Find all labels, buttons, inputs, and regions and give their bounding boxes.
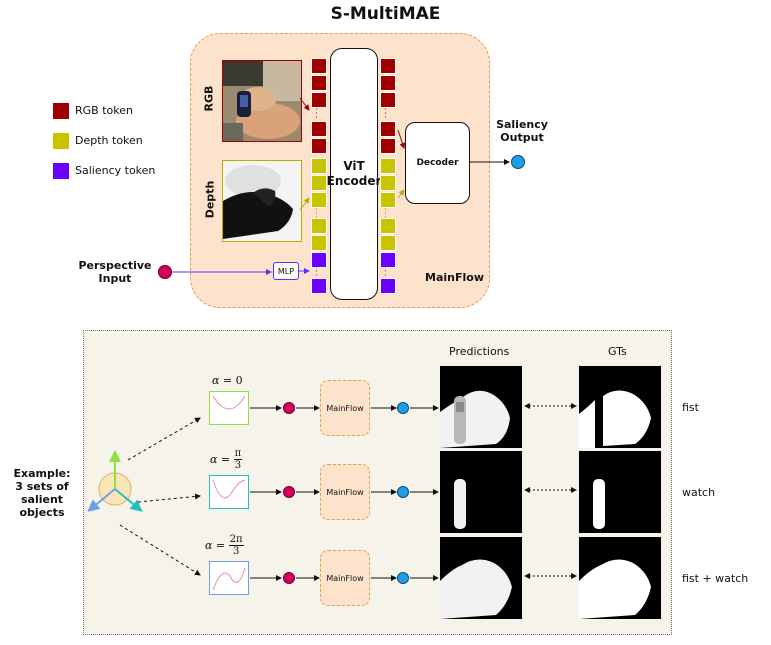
prediction-mask-row3	[440, 537, 522, 619]
example-panel	[83, 330, 672, 635]
object-label-row3: fist + watch	[682, 572, 749, 585]
perspective-line2: Input	[98, 272, 132, 285]
ellipsis-dots: ···	[384, 263, 387, 281]
decoder-block: Decoder	[405, 122, 470, 204]
output-token-column: ··· ··· ···	[380, 58, 398, 296]
alpha-label-row2: α = π 3	[210, 448, 243, 471]
depth-token	[380, 192, 396, 208]
depth-token	[311, 158, 327, 174]
saliency-token	[311, 278, 327, 294]
saliency-output-line1: Saliency	[496, 118, 548, 131]
example-line2: 3 sets of	[15, 480, 69, 493]
alpha-prefix: α =	[210, 453, 231, 466]
predictions-header: Predictions	[449, 345, 510, 358]
rgb-token	[311, 121, 327, 137]
vit-encoder-line1: ViT	[343, 159, 365, 173]
rgb-token	[380, 75, 396, 91]
mainflow-label: MainFlow	[425, 271, 484, 284]
vit-encoder-line2: Encoder	[326, 174, 382, 188]
rgb-token	[311, 75, 327, 91]
rgb-token	[311, 138, 327, 154]
object-label-row2: watch	[682, 486, 716, 499]
alpha-prefix: α =	[205, 539, 226, 552]
diagram-title: S-MultiMAE	[330, 4, 441, 24]
rgb-token	[311, 92, 327, 108]
curve-plot-row1	[209, 391, 249, 425]
prediction-mask-row2	[440, 451, 522, 533]
legend-label-rgb: RGB token	[75, 104, 133, 117]
blue-node-row1	[397, 402, 409, 414]
alpha-prefix: α =	[212, 374, 233, 387]
legend-swatch-depth	[53, 133, 69, 149]
depth-token	[380, 175, 396, 191]
gt-mask-row1	[579, 366, 661, 448]
saliency-token	[311, 252, 327, 268]
saliency-output-line2: Output	[500, 131, 544, 144]
rgb-to-tokens-arrow	[299, 97, 310, 111]
mainflow-block-row2: MainFlow	[320, 464, 370, 520]
gts-header: GTs	[608, 345, 627, 358]
perspective-input-node	[158, 265, 172, 279]
curve-plot-row3	[209, 561, 249, 595]
prediction-mask-row1	[440, 366, 522, 448]
rgb-image	[222, 60, 302, 142]
mainflow-block-row3: MainFlow	[320, 550, 370, 606]
alpha-label-row3: α = 2π 3	[205, 534, 244, 557]
gt-mask-row2	[579, 451, 661, 533]
alpha-denominator: 3	[234, 460, 242, 471]
depth-token	[380, 158, 396, 174]
depth-tokens-to-decoder-arrow	[397, 189, 405, 199]
depth-image	[222, 160, 302, 242]
mainflow-block-row1: MainFlow	[320, 380, 370, 436]
rgb-token	[380, 58, 396, 74]
rgb-token	[380, 92, 396, 108]
alpha-numerator: 2π	[228, 534, 244, 546]
legend-label-saliency: Saliency token	[75, 164, 156, 177]
legend-label-depth: Depth token	[75, 134, 143, 147]
legend-swatch-saliency	[53, 163, 69, 179]
input-token-column: ··· ··· ···	[311, 58, 329, 296]
blue-node-row3	[397, 572, 409, 584]
mlp-block: MLP	[273, 262, 299, 280]
rgb-token	[380, 121, 396, 137]
pink-node-row3	[283, 572, 295, 584]
saliency-token	[380, 278, 396, 294]
pink-node-row1	[283, 402, 295, 414]
object-label-row1: fist	[682, 401, 699, 414]
rgb-token	[311, 58, 327, 74]
depth-token	[311, 218, 327, 234]
rgb-token	[380, 138, 396, 154]
perspective-line1: Perspective	[78, 259, 152, 272]
rgb-tokens-to-decoder-arrow	[397, 129, 406, 149]
depth-to-tokens-arrow	[299, 197, 310, 211]
alpha-denominator: 3	[232, 546, 240, 557]
depth-token	[311, 192, 327, 208]
perspective-axes-icon	[87, 450, 143, 512]
alpha-numerator: π	[233, 448, 243, 460]
saliency-token	[380, 252, 396, 268]
example-line3: salient objects	[19, 493, 65, 519]
depth-token	[380, 235, 396, 251]
depth-token	[311, 235, 327, 251]
depth-token	[380, 218, 396, 234]
top-arrows	[172, 97, 510, 275]
gt-mask-row3	[579, 537, 661, 619]
curve-plot-row2	[209, 475, 249, 509]
ellipsis-dots: ···	[315, 105, 318, 123]
blue-node-row2	[397, 486, 409, 498]
example-line1: Example:	[13, 467, 71, 480]
ellipsis-dots: ···	[384, 105, 387, 123]
pink-node-row2	[283, 486, 295, 498]
ellipsis-dots: ···	[315, 263, 318, 281]
depth-token	[311, 175, 327, 191]
alpha-label-row1: α = 0	[212, 374, 243, 387]
saliency-output-node	[511, 155, 525, 169]
alpha-value: 0	[235, 374, 243, 387]
legend-swatch-rgb	[53, 103, 69, 119]
